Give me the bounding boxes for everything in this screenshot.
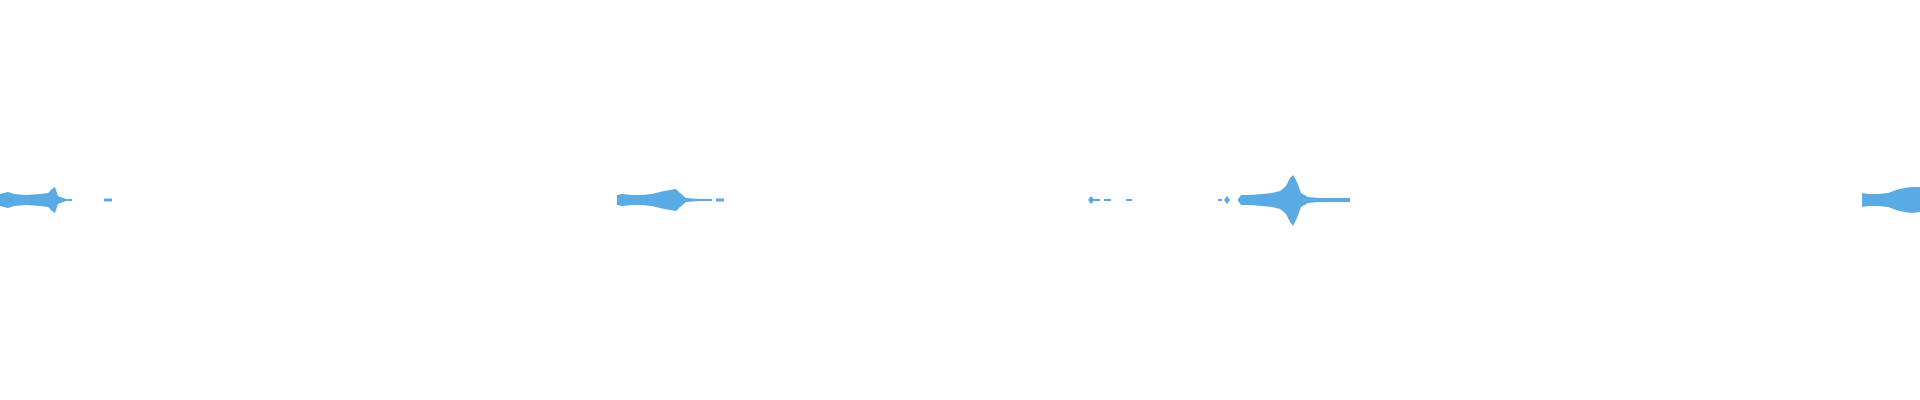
waveform-segment: [1238, 175, 1350, 226]
waveform-segment: [1088, 196, 1230, 204]
waveform-segment: [617, 189, 724, 211]
waveform-segment: [0, 187, 112, 213]
waveform-segment: [1862, 187, 1920, 213]
